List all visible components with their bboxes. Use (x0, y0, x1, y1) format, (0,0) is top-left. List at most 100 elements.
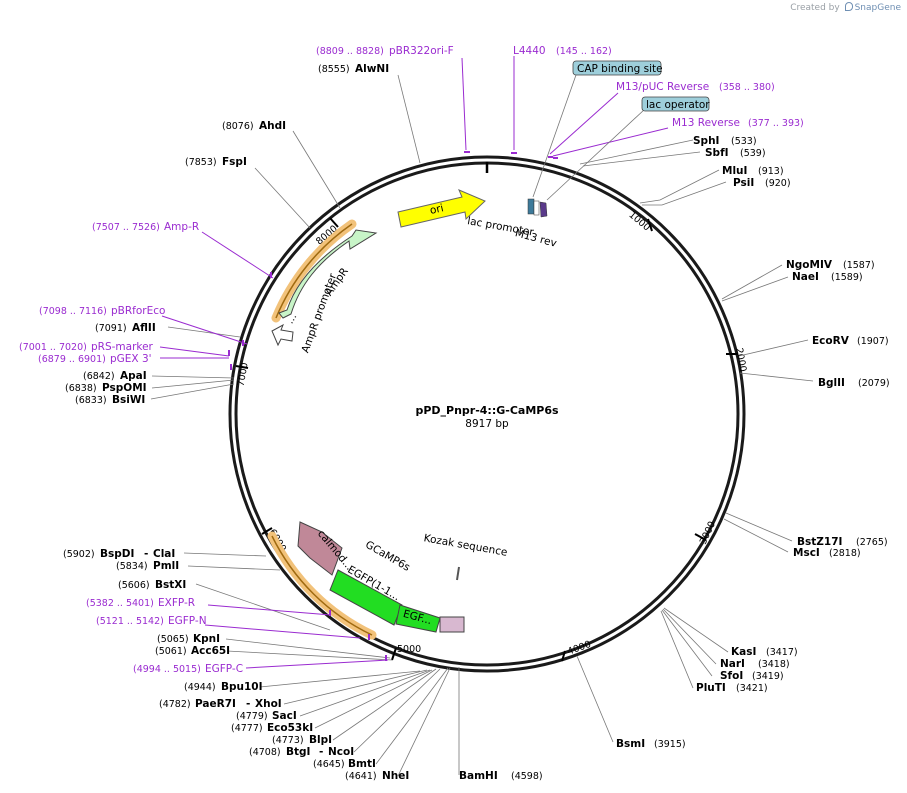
site-name: AlwNI (355, 63, 389, 75)
primer-range: (7507 .. 7526) (92, 222, 160, 233)
site-position: (4773) (272, 735, 304, 746)
site-name: SfoI (720, 670, 743, 682)
plasmid-size: 8917 bp (465, 418, 509, 430)
primer-range: (5121 .. 5142) (96, 616, 164, 627)
site-name: PspOMI (102, 382, 147, 394)
primer-range: (377 .. 393) (748, 118, 804, 129)
site-name: BspDI (100, 548, 134, 560)
site-position: (2765) (856, 537, 888, 548)
kozak-label: Kozak sequence (423, 532, 509, 559)
m13-rev-label: M13 rev (514, 227, 558, 250)
site-name: SacI (272, 710, 297, 722)
site-name: PaeR7I (195, 698, 236, 710)
site-position: (3417) (766, 647, 798, 658)
site-position: (6842) (83, 371, 115, 382)
tick-label-7000: 7000 (236, 362, 251, 388)
site-name: BlpI (309, 734, 332, 746)
primer-range: (8809 .. 8828) (316, 46, 384, 57)
lac-operator-box: lac operator (641, 96, 710, 112)
primer-name: EGFP-N (168, 615, 207, 627)
site-name: XhoI (255, 698, 282, 710)
kozak-feature: Kozak sequence (423, 532, 509, 581)
site-position: (5606) (118, 580, 150, 591)
site-name: BsmI (616, 738, 645, 750)
site-position: (3418) (758, 659, 790, 670)
site-name: PsiI (733, 177, 754, 189)
site-position: (4708) (249, 747, 281, 758)
site-name: NarI (720, 658, 745, 670)
primer-labels: (8809 .. 8828) pBR322ori-F L4440 (145 ..… (19, 45, 804, 675)
lac-promoter-feature: lac promoter M13 rev (466, 198, 558, 250)
primer-name: L4440 (513, 45, 546, 57)
site-position: (3419) (752, 671, 784, 682)
box-leader-lines (532, 74, 646, 201)
primer-range: (7001 .. 7020) (19, 342, 87, 353)
lac-operator-label: lac operator (646, 99, 710, 111)
primer-markers (228, 151, 558, 661)
snapgene-logo-icon (844, 2, 853, 11)
primer-range: (145 .. 162) (556, 46, 612, 57)
site-name: BtgI (286, 746, 310, 758)
site-position: (3915) (654, 739, 686, 750)
site-position: (4645) (313, 759, 345, 770)
site-position: (3421) (736, 683, 768, 694)
primer-name: pGEX 3' (110, 353, 152, 365)
site-name: EcoRV (812, 335, 850, 347)
primer-name: pBR322ori-F (389, 45, 454, 57)
site-name: BmtI (348, 758, 376, 770)
site-position: (533) (731, 136, 757, 147)
site-position: (2079) (858, 378, 890, 389)
site-position: (8555) (318, 64, 350, 75)
primer-name: pBRforEco (111, 305, 165, 317)
site-name: Bpu10I (221, 681, 263, 693)
plasmid-backbone (228, 155, 746, 673)
site-position: (5065) (157, 634, 189, 645)
site-name: ClaI (153, 548, 175, 560)
site-name: MluI (722, 165, 747, 177)
credit-brand: SnapGene (854, 3, 901, 13)
primer-name: Amp-R (164, 221, 199, 233)
site-position: (920) (765, 178, 791, 189)
site-name: KpnI (193, 633, 220, 645)
primer-range: (6879 .. 6901) (38, 354, 106, 365)
site-name: Eco53kI (267, 722, 313, 734)
site-position: (7853) (185, 157, 217, 168)
site-name: PluTI (696, 682, 726, 694)
tick-label-5000: 5000 (397, 644, 421, 655)
site-labels-left: (5061) Acc65I (5065) KpnI (5606) BstXI (… (63, 63, 389, 657)
site-name: KasI (731, 646, 756, 658)
site-position: (7091) (95, 323, 127, 334)
ori-feature: ori (397, 189, 486, 228)
site-name: AflII (132, 322, 156, 334)
tick-label-2000: 2000 (733, 347, 748, 373)
site-position: (6833) (75, 395, 107, 406)
credit-prefix: Created by (790, 3, 840, 13)
site-dash: - (319, 746, 323, 758)
primer-leader-lines (159, 56, 669, 669)
site-position: (6838) (65, 383, 97, 394)
site-labels-bottom: BamHI (4598) (4641) NheI (4645) BmtI (47… (159, 681, 543, 782)
ampr-feature: AmpR AmpR promoter ... (271, 219, 378, 355)
cap-binding-site-label: CAP binding site (577, 63, 663, 75)
site-labels-right: SphI (533) SbfI (539) MluI (913) PsiI (9… (616, 135, 890, 750)
site-position: (8076) (222, 121, 254, 132)
site-position: (1907) (857, 336, 889, 347)
site-position: (2818) (829, 548, 861, 559)
snapgene-credit: Created by SnapGene (790, 2, 901, 13)
primer-name: EGFP-C (205, 663, 243, 675)
primer-name: M13/pUC Reverse (616, 81, 709, 93)
site-name: NheI (382, 770, 409, 782)
site-name: MscI (793, 547, 820, 559)
site-name: NaeI (792, 271, 819, 283)
site-name: NgoMIV (786, 259, 833, 271)
site-name: FspI (222, 156, 247, 168)
site-position: (539) (740, 148, 766, 159)
site-name: Acc65I (191, 645, 230, 657)
site-name: PmlI (153, 560, 179, 572)
site-name: BsiWI (112, 394, 145, 406)
site-position: (5902) (63, 549, 95, 560)
site-name: BstZ17I (797, 536, 842, 548)
ori-label: ori (429, 202, 445, 217)
site-position: (1589) (831, 272, 863, 283)
